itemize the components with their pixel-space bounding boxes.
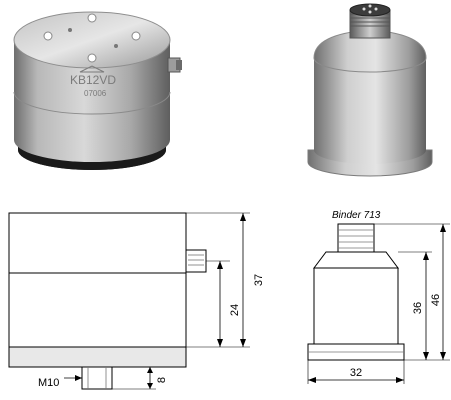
mounting-stud — [81, 366, 113, 390]
dim-diameter: 32 — [350, 367, 362, 379]
housing-outline — [8, 212, 187, 348]
body-outline — [313, 267, 399, 345]
dim-height-body: 36 — [412, 302, 424, 314]
drawing-sensor: Binder 713 — [290, 200, 451, 400]
dim-height-total: 46 — [430, 294, 442, 306]
photo-sensor-connector — [290, 0, 451, 200]
side-connector — [185, 249, 207, 273]
serial-engraving: 07006 — [84, 89, 107, 98]
photo-kb12vd: KB12VD 07006 — [0, 0, 220, 200]
connector-label: Binder 713 — [332, 210, 381, 221]
kb12vd-photo-svg: KB12VD 07006 — [13, 11, 182, 170]
base-outline — [8, 346, 187, 368]
model-engraving: KB12VD — [70, 73, 116, 87]
drawing-kb12vd: 37 24 8 M10 — [0, 200, 290, 400]
dim-height-total: 37 — [253, 274, 265, 286]
thread-label: M10 — [38, 377, 59, 389]
sensor-photo-svg — [307, 3, 433, 177]
shoulder-outline — [313, 251, 399, 269]
dim-stud-length: 8 — [156, 377, 168, 383]
binder-connector — [337, 223, 375, 253]
dim-height-connector: 24 — [229, 304, 241, 316]
kb12vd-drawing-svg: 37 24 8 M10 — [8, 212, 265, 390]
sensor-drawing-svg: Binder 713 — [307, 210, 450, 384]
